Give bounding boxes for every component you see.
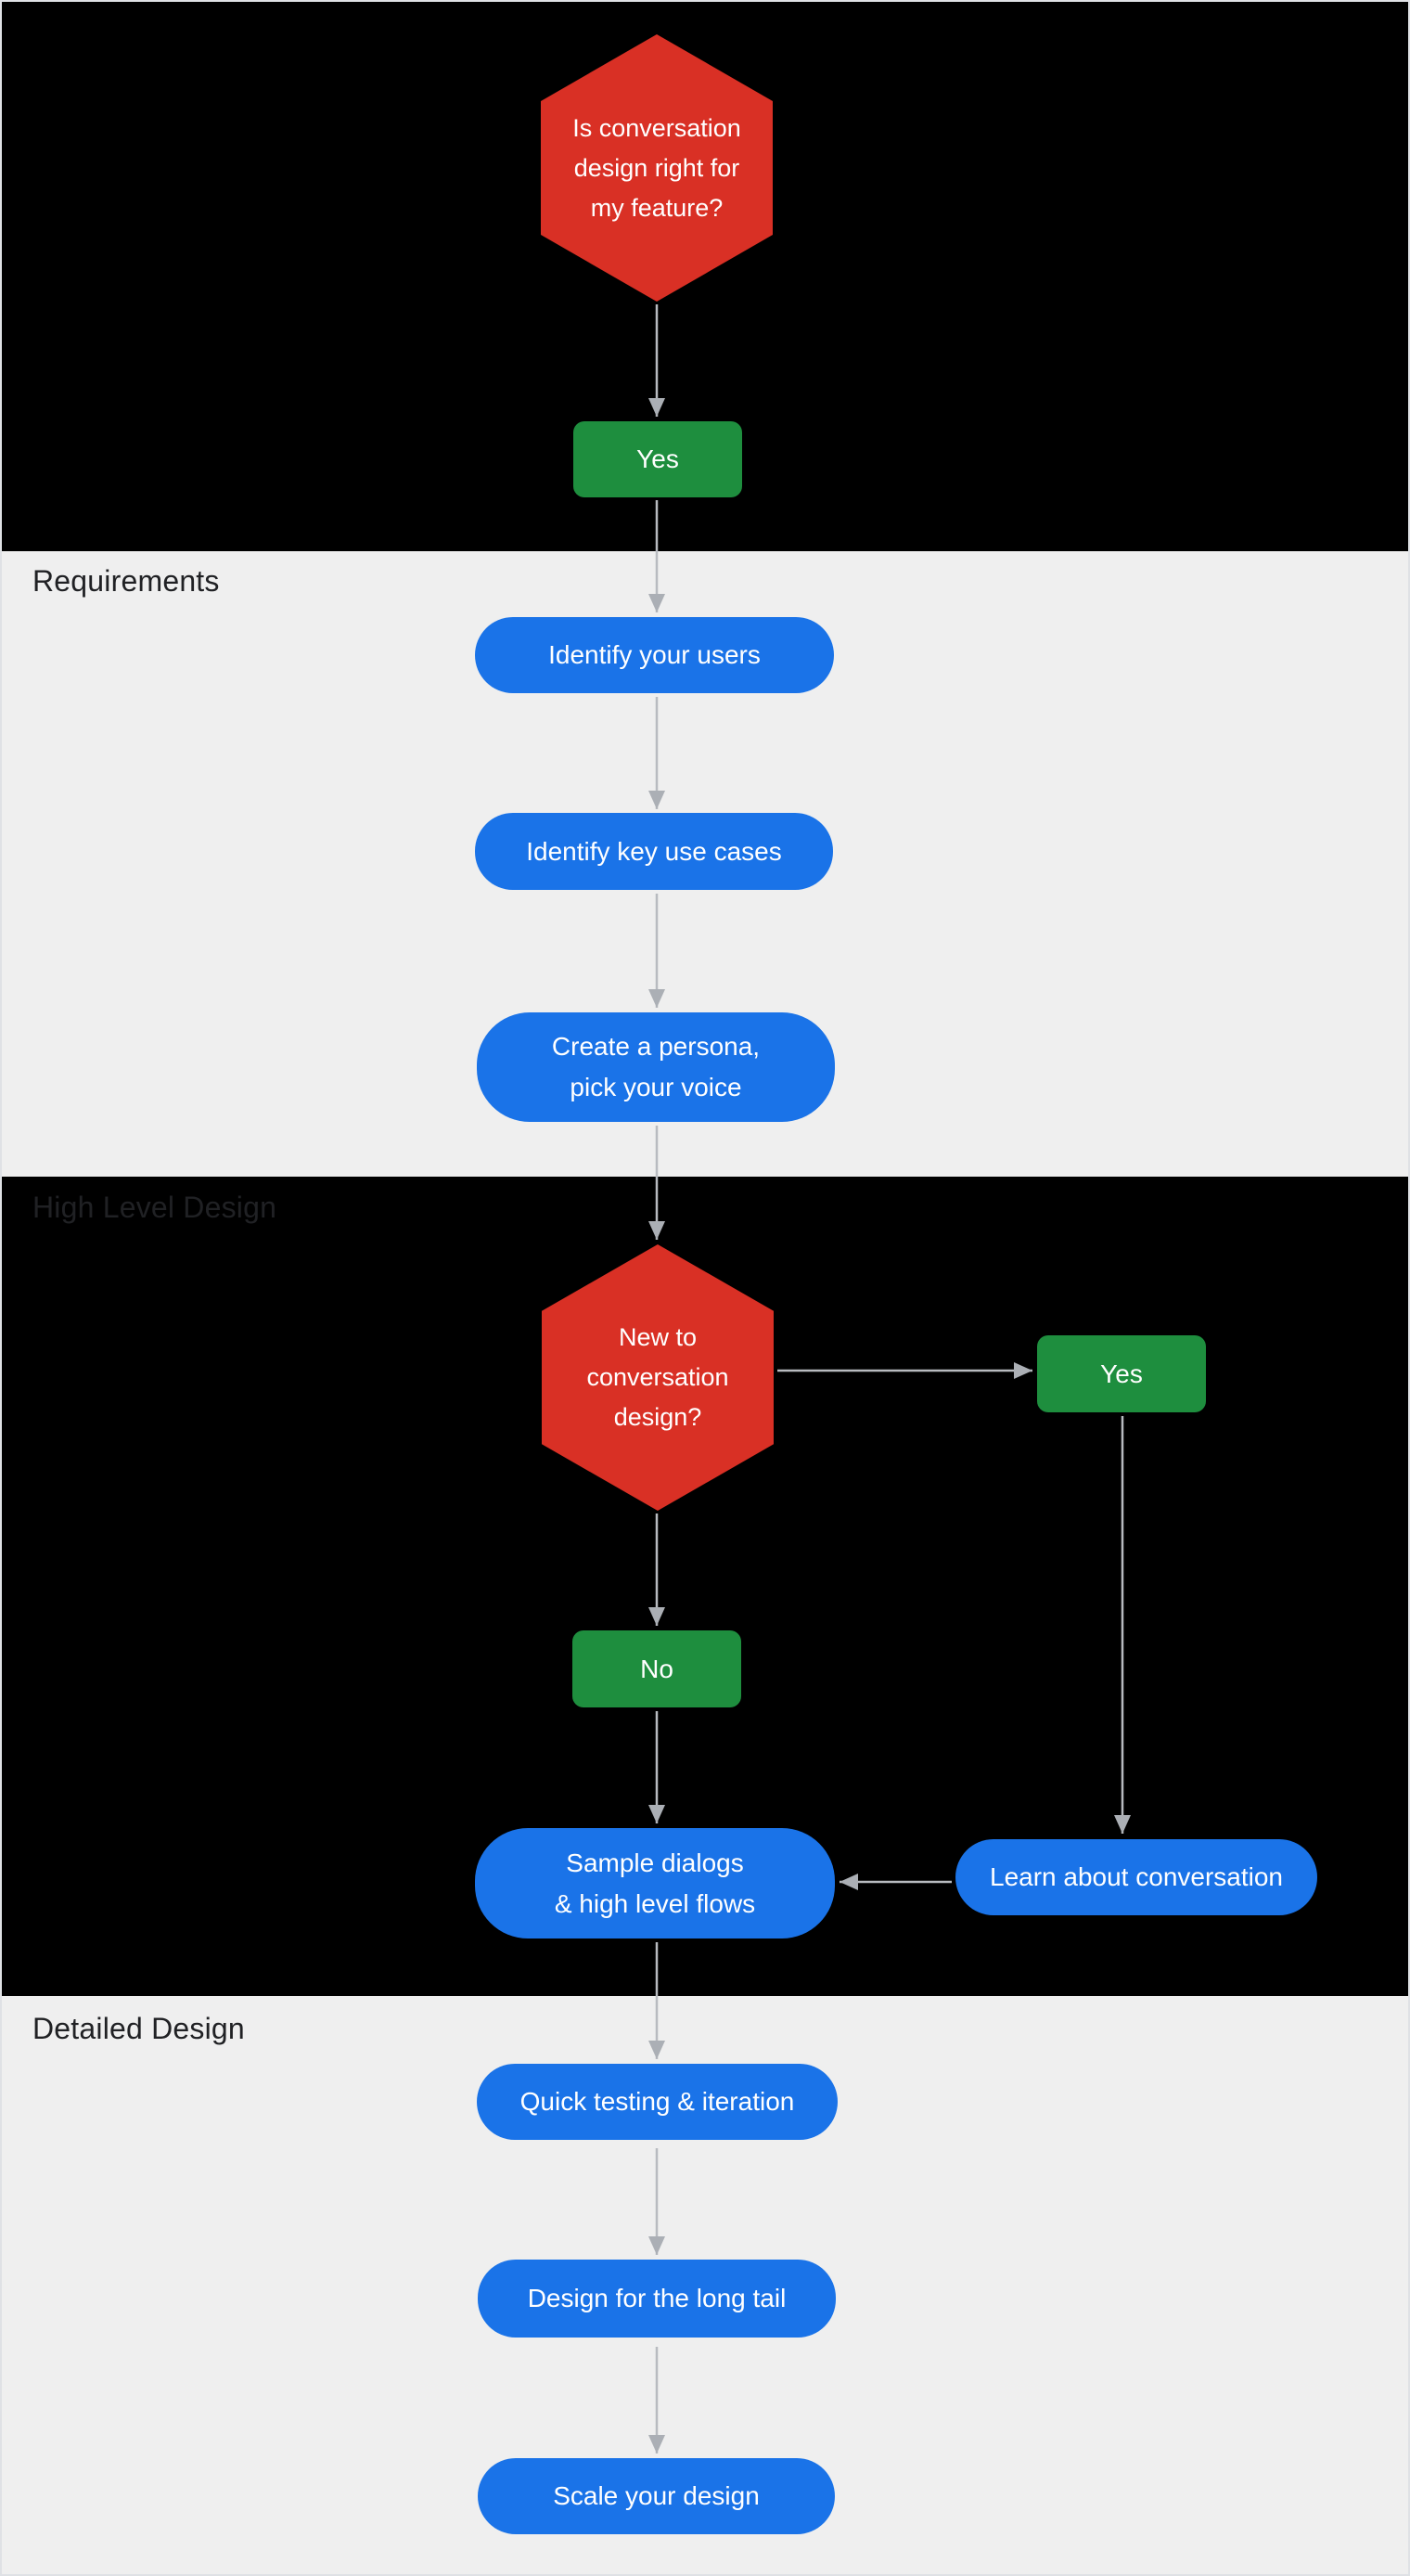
- step-line: pick your voice: [570, 1073, 742, 1101]
- decision-line: Is conversation: [572, 113, 741, 142]
- decision-is-conversation-design-right: Is conversation design right for my feat…: [541, 34, 773, 302]
- step-create-persona-pick-voice: Create a persona, pick your voice: [477, 1012, 835, 1122]
- answer-yes-new: Yes: [1037, 1335, 1206, 1412]
- step-line: Sample dialogs: [566, 1848, 744, 1877]
- step-scale-your-design: Scale your design: [478, 2458, 835, 2534]
- decision-line: my feature?: [590, 193, 724, 222]
- step-line: & high level flows: [554, 1888, 756, 1918]
- step-quick-testing-iteration: Quick testing & iteration: [477, 2064, 838, 2140]
- step-design-for-long-tail: Design for the long tail: [478, 2260, 836, 2338]
- step-label: Scale your design: [553, 2481, 760, 2510]
- step-label: Quick testing & iteration: [519, 2087, 795, 2116]
- decision-new-to-conversation-design: New to conversation design?: [542, 1244, 774, 1511]
- answer-label: Yes: [636, 444, 679, 473]
- answer-yes-start: Yes: [573, 421, 742, 497]
- step-learn-about-conversation: Learn about conversation: [955, 1839, 1317, 1915]
- answer-label: Yes: [1100, 1359, 1143, 1388]
- section-label-high-level-design: High Level Design: [32, 1191, 277, 1224]
- answer-no-new: No: [572, 1630, 741, 1707]
- decision-line: design right for: [573, 153, 740, 182]
- step-identify-key-use-cases: Identify key use cases: [475, 813, 833, 890]
- section-label-detailed-design: Detailed Design: [32, 2012, 245, 2045]
- decision-line: New to: [618, 1323, 698, 1351]
- decision-line: design?: [613, 1403, 702, 1431]
- step-label: Identify your users: [548, 640, 761, 669]
- step-label: Identify key use cases: [526, 836, 782, 866]
- decision-line: conversation: [586, 1363, 729, 1391]
- step-line: Create a persona,: [551, 1032, 761, 1061]
- answer-label: No: [640, 1654, 673, 1683]
- step-label: Learn about conversation: [990, 1862, 1283, 1891]
- section-label-requirements: Requirements: [32, 564, 220, 598]
- step-sample-dialogs-high-level-flows: Sample dialogs & high level flows: [475, 1828, 835, 1938]
- step-label: Design for the long tail: [527, 2284, 787, 2312]
- step-identify-your-users: Identify your users: [475, 617, 834, 693]
